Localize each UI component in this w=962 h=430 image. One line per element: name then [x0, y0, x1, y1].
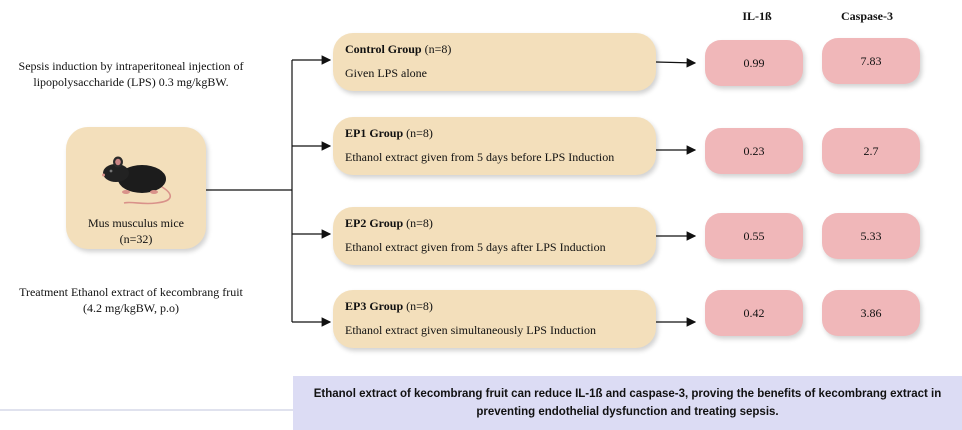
- group-desc: Ethanol extract given from 5 days after …: [345, 240, 606, 254]
- header-caspase3: Caspase-3: [840, 9, 893, 23]
- arrow-control-to-values: [655, 57, 697, 68]
- group-box-ep1: EP1 Group (n=8) Ethanol extract given fr…: [333, 117, 656, 175]
- caspase3-value-ep3: 3.86: [822, 290, 920, 336]
- group-n: (n=8): [406, 126, 433, 140]
- il1b-value-ep2: 0.55: [705, 213, 803, 259]
- il1b-value-ep1: 0.23: [705, 128, 803, 174]
- group-name: EP1 Group: [345, 126, 404, 140]
- group-title: EP3 Group (n=8): [345, 298, 644, 314]
- group-title: EP2 Group (n=8): [345, 215, 644, 231]
- sepsis-note-line2: lipopolysaccharide (LPS) 0.3 mg/kgBW.: [33, 75, 229, 89]
- group-box-ep3: EP3 Group (n=8) Ethanol extract given si…: [333, 290, 656, 348]
- group-name: EP3 Group: [345, 299, 404, 313]
- mouse-icon: [102, 156, 172, 205]
- caspase3-value-ep2: 5.33: [822, 213, 920, 259]
- caspase3-value-control: 7.83: [822, 38, 920, 84]
- treatment-note-line1: Treatment Ethanol extract of kecombrang …: [19, 285, 243, 299]
- il1b-value-ep3: 0.42: [705, 290, 803, 336]
- sepsis-note: Sepsis induction by intraperitoneal inje…: [0, 58, 262, 90]
- group-desc: Ethanol extract given simultaneously LPS…: [345, 323, 596, 337]
- conclusion-line1: Ethanol extract of kecombrang fruit can …: [313, 388, 942, 400]
- group-desc: Ethanol extract given from 5 days before…: [345, 150, 615, 164]
- group-name: Control Group: [345, 42, 422, 56]
- conclusion-line2: preventing endothelial dysfunction and t…: [476, 406, 779, 418]
- subjects-box: Mus musculus mice (n=32): [66, 127, 206, 249]
- sepsis-note-line1: Sepsis induction by intraperitoneal inje…: [18, 59, 244, 73]
- group-title: EP1 Group (n=8): [345, 125, 644, 141]
- divider: [0, 409, 293, 411]
- group-n: (n=8): [406, 216, 433, 230]
- group-box-control: Control Group (n=8) Given LPS alone: [333, 33, 656, 91]
- conclusion-box: Ethanol extract of kecombrang fruit can …: [293, 376, 962, 430]
- group-name: EP2 Group: [345, 216, 404, 230]
- subjects-name: Mus musculus mice: [88, 216, 184, 230]
- treatment-note-line2: (4.2 mg/kgBW, p.o): [83, 301, 179, 315]
- group-title: Control Group (n=8): [345, 41, 644, 57]
- treatment-note: Treatment Ethanol extract of kecombrang …: [0, 284, 262, 316]
- caspase3-value-ep1: 2.7: [822, 128, 920, 174]
- group-n: (n=8): [424, 42, 452, 56]
- group-n: (n=8): [406, 299, 433, 313]
- subjects-count: (n=32): [119, 232, 153, 246]
- group-desc: Given LPS alone: [345, 66, 427, 80]
- il1b-value-control: 0.99: [705, 40, 803, 86]
- group-box-ep2: EP2 Group (n=8) Ethanol extract given fr…: [333, 207, 656, 265]
- header-il1b: IL-1ß: [742, 9, 772, 23]
